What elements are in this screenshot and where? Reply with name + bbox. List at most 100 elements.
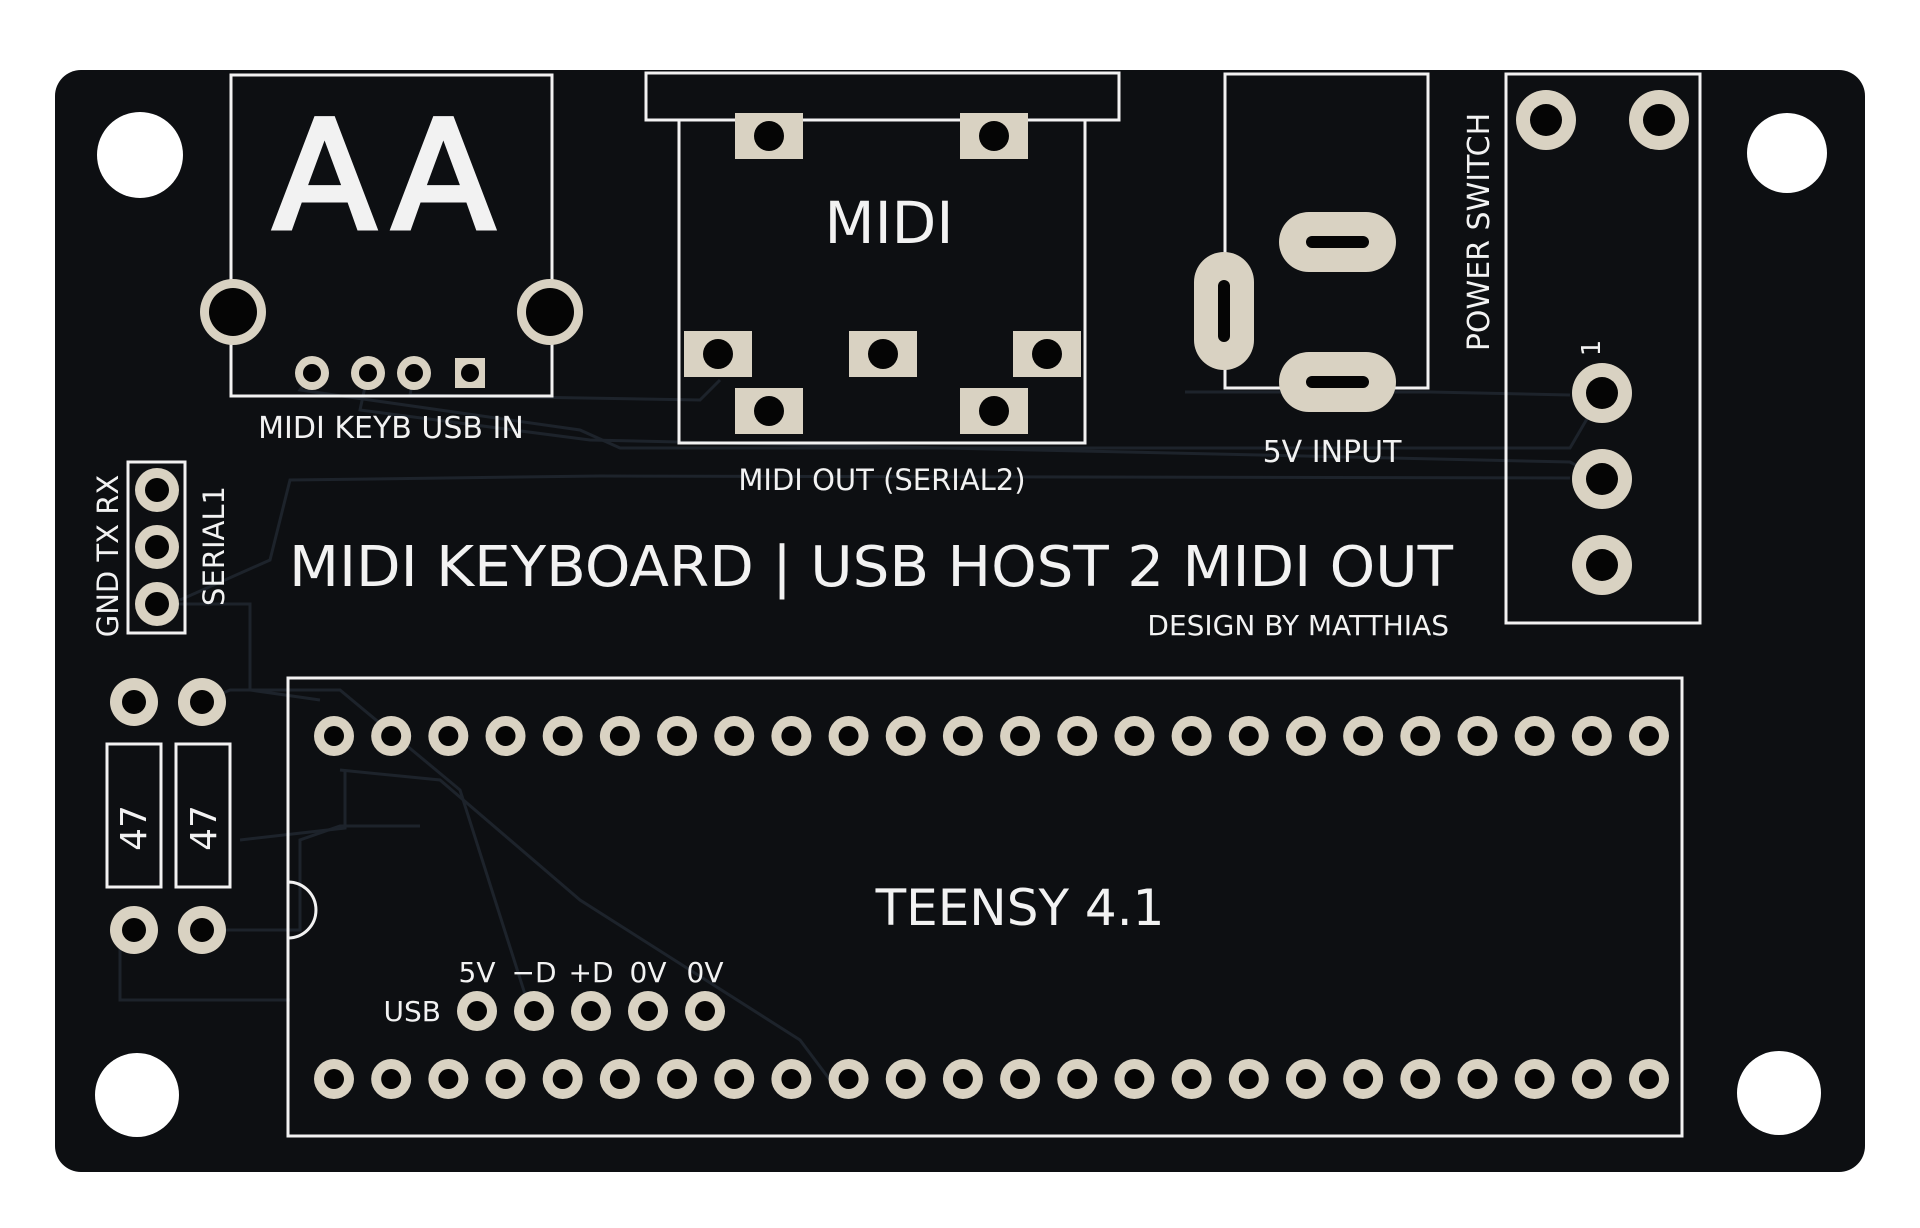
serial-header-outline [126,460,187,635]
midi-pad-drill [703,339,733,369]
serial1-label: SERIAL1 [197,486,231,606]
mounting-hole-top-left [97,112,183,198]
teensy-usb-pin-drill [695,1001,715,1021]
teensy-pin-bottom-drill [952,1069,973,1089]
teensy-pin-bottom-drill [552,1069,573,1089]
usb-connector-pins [295,356,485,390]
midi-keyb-usb-in-label: MIDI KEYB USB IN [258,411,524,446]
copper-trace [1185,390,1571,397]
power-switch-pad-drill [1530,104,1562,136]
usb-connector-glyph: AA [273,90,506,264]
usb-connector-pin-drill [303,364,321,382]
teensy-outline [286,676,1684,1138]
teensy-pin-bottom-drill [1067,1069,1088,1089]
teensy-usb-pin-drill [524,1001,544,1021]
midi-pad-drill [1032,339,1062,369]
teensy-pin-top-drill [895,726,916,746]
teensy-pin-top-drill [1524,726,1545,746]
teensy-pin-top-drill [1581,726,1602,746]
five-v-input-label: 5V INPUT [1263,435,1402,470]
teensy-label: TEENSY 4.1 [875,879,1165,937]
copper-trace [179,474,1571,602]
teensy-pin-top-drill [1124,726,1145,746]
teensy-pin-rows [314,716,1669,1099]
teensy-pin-top-drill [667,726,688,746]
power-switch-pad-drill [1643,104,1675,136]
teensy-pin-bottom-drill [1181,1069,1202,1089]
resistor-right-outline [174,742,232,889]
traces-layer [118,372,1604,1081]
teensy-pin-top-drill [781,726,802,746]
mounting-hole-bottom-right [1737,1051,1821,1135]
barrel-jack-slot-sleeve [1306,376,1369,388]
teensy-usb-pin-drill [581,1001,601,1021]
midi-pad-drill [754,121,784,151]
serial-header-footprint: GND TX RX SERIAL1 [91,460,231,637]
teensy-pin-top-drill [1181,726,1202,746]
usb-connector-pin-1-drill [461,364,479,382]
serial-header-pad-drill [145,535,169,559]
teensy-notch [287,880,318,940]
copper-trace [202,824,420,932]
copper-trace [339,768,832,1081]
power-switch-pad-drill [1586,377,1618,409]
teensy-pin-bottom-drill [324,1069,344,1089]
resistor-pad-drill [122,690,146,714]
usb-pin-label: 5V [459,956,496,989]
usb-connector-outline [229,73,554,398]
midi-connector-outline [677,118,1087,445]
mounting-hole-top-right [1747,113,1827,193]
resistor-pad-drill [122,918,146,942]
resistor-left-outline [105,742,163,889]
teensy-pin-top-drill [552,726,573,746]
usb-pin-label: +D [568,956,613,989]
midi-connector-label: MIDI [825,189,954,257]
teensy-pin-bottom-drill [1581,1069,1602,1089]
serial-header-pad-drill [145,592,169,616]
teensy-pin-top-drill [838,726,859,746]
usb-pin-label: 0V [630,956,667,989]
teensy-pin-top-drill [1295,726,1316,746]
teensy-pin-bottom-drill [838,1069,859,1089]
teensy-pin-bottom-drill [1124,1069,1145,1089]
teensy-pin-top-drill [1353,726,1374,746]
power-switch-pad-drill [1586,463,1618,495]
teensy-pin-bottom-drill [1467,1069,1488,1089]
teensy-pin-bottom-drill [1410,1069,1431,1089]
usb-pin-label: −D [511,956,556,989]
teensy-pin-top-drill [381,726,402,746]
midi-pad-drill [979,396,1009,426]
resistor-right-value: 47 [184,805,225,851]
teensy-pin-top-drill [1238,726,1259,746]
teensy-pin-bottom-drill [1524,1069,1545,1089]
resistor-left-value: 47 [114,805,155,851]
midi-pad-drill [979,121,1009,151]
teensy-pin-bottom-drill [1010,1069,1031,1089]
resistors: 47 47 [105,678,232,954]
barrel-jack-footprint [1194,72,1430,412]
teensy-pin-bottom-drill [895,1069,916,1089]
teensy-pin-bottom-drill [1295,1069,1316,1089]
usb-pin-label: 0V [687,956,724,989]
copper-trace [239,770,347,842]
pin-one-marker: 1 [1577,340,1607,357]
board-title: MIDI KEYBOARD | USB HOST 2 MIDI OUT [289,535,1454,600]
resistor-pads [110,678,226,954]
teensy-pin-bottom-drill [724,1069,745,1089]
teensy-pin-bottom-drill [381,1069,402,1089]
resistor-pad-drill [190,918,214,942]
resistor-pad-drill [190,690,214,714]
mounting-holes [95,112,1827,1137]
usb-shield-hole-right [526,288,574,336]
teensy-pin-bottom-drill [667,1069,688,1089]
midi-pad-drill [868,339,898,369]
teensy-pin-top-drill [438,726,459,746]
teensy-usb-pin-drill [638,1001,658,1021]
power-switch-label: POWER SWITCH [1462,113,1497,351]
power-switch-pad-drill [1586,549,1618,581]
teensy-pin-top-drill [1467,726,1488,746]
power-switch-pads [1516,90,1689,595]
power-switch-outline [1504,72,1702,625]
teensy-pin-bottom-drill [1353,1069,1374,1089]
